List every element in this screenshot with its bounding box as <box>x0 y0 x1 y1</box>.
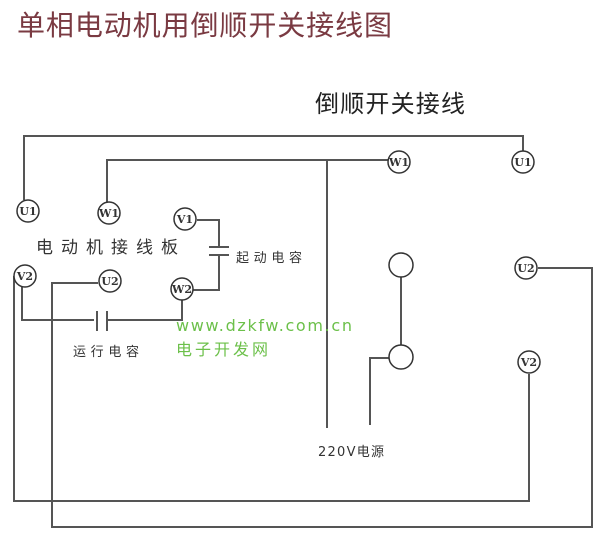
terminal-u2-switch: U2 <box>514 256 538 280</box>
svg-text:W2: W2 <box>171 283 192 296</box>
start-capacitor-label: 起动电容 <box>236 250 302 266</box>
svg-text:W1: W1 <box>98 207 119 220</box>
terminal-v1-motor: V1 <box>173 207 197 231</box>
terminal-u1-switch: U1 <box>511 150 535 174</box>
terminal-w2-motor: W2 <box>170 277 194 301</box>
terminal-u2-motor: U2 <box>98 269 122 293</box>
svg-text:V1: V1 <box>176 213 193 226</box>
terminal-v2-switch: V2 <box>517 350 541 374</box>
wires <box>13 135 593 528</box>
terminal-v2-motor: V2 <box>13 264 37 288</box>
svg-text:U1: U1 <box>19 205 36 218</box>
terminal-w1-motor: W1 <box>97 201 121 225</box>
svg-text:U2: U2 <box>101 275 118 288</box>
power-label: 220V电源 <box>318 445 384 460</box>
terminal-w1-switch: W1 <box>387 150 411 174</box>
svg-text:W1: W1 <box>388 156 409 169</box>
svg-text:V2: V2 <box>520 356 537 369</box>
diagram-title: 单相电动机用倒顺开关接线图 <box>17 9 392 42</box>
switch-contact-upper <box>388 252 414 278</box>
svg-text:V2: V2 <box>16 270 33 283</box>
terminal-u1-motor: U1 <box>16 199 40 223</box>
switch-section-title: 倒顺开关接线 <box>315 90 465 118</box>
svg-text:U2: U2 <box>517 262 534 275</box>
watermark-url: www.dzkfw.com.cn <box>176 316 352 335</box>
switch-contact-lower <box>388 344 414 370</box>
watermark-name: 电子开发网 <box>176 340 268 359</box>
motor-board-label: 电动机接线板 <box>36 238 178 258</box>
svg-text:U1: U1 <box>514 156 531 169</box>
run-capacitor-label: 运行电容 <box>73 344 139 360</box>
